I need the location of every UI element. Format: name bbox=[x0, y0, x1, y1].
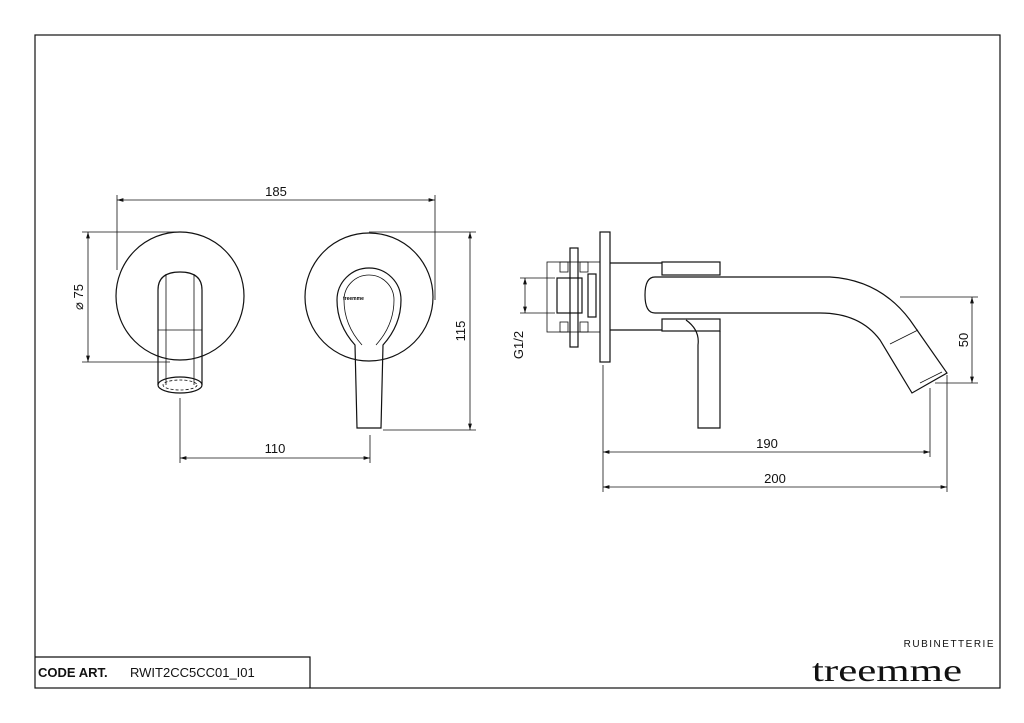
logo-name: treemme bbox=[812, 652, 962, 688]
dim-g12-label: G1/2 bbox=[511, 331, 526, 359]
dimension-185: 185 bbox=[116, 184, 436, 300]
handle-mark: treemme bbox=[343, 296, 364, 302]
code-label: CODE ART. bbox=[38, 665, 108, 680]
drawing-frame bbox=[34, 34, 1001, 689]
dimension-115: 115 bbox=[369, 231, 476, 431]
dimension-110: 110 bbox=[179, 398, 371, 463]
dim-185-label: 185 bbox=[265, 184, 287, 199]
logo-subtitle: RUBINETTERIE bbox=[904, 639, 995, 650]
dimension-50: 50 bbox=[900, 296, 978, 384]
spout-front-view bbox=[115, 231, 245, 394]
dim-75-label: ⌀ 75 bbox=[71, 284, 86, 310]
dim-50-label: 50 bbox=[956, 333, 971, 347]
dim-115-label: 115 bbox=[453, 321, 468, 342]
code-value: RWIT2CC5CC01_I01 bbox=[130, 665, 255, 680]
dimension-200: 200 bbox=[603, 471, 947, 489]
mixer-front-view: treemme bbox=[304, 232, 434, 429]
dimension-g12: G1/2 bbox=[511, 277, 555, 359]
dimension-190: 190 bbox=[602, 365, 948, 492]
brand-logo: RUBINETTERIE treemme bbox=[812, 639, 995, 688]
dimension-diameter-75: ⌀ 75 bbox=[71, 231, 180, 363]
title-block: CODE ART. RWIT2CC5CC01_I01 bbox=[35, 656, 311, 688]
dim-190-label: 190 bbox=[756, 436, 778, 451]
dim-110-label: 110 bbox=[265, 441, 286, 456]
dim-200-label: 200 bbox=[764, 471, 786, 486]
mixer-side-view bbox=[546, 231, 948, 429]
